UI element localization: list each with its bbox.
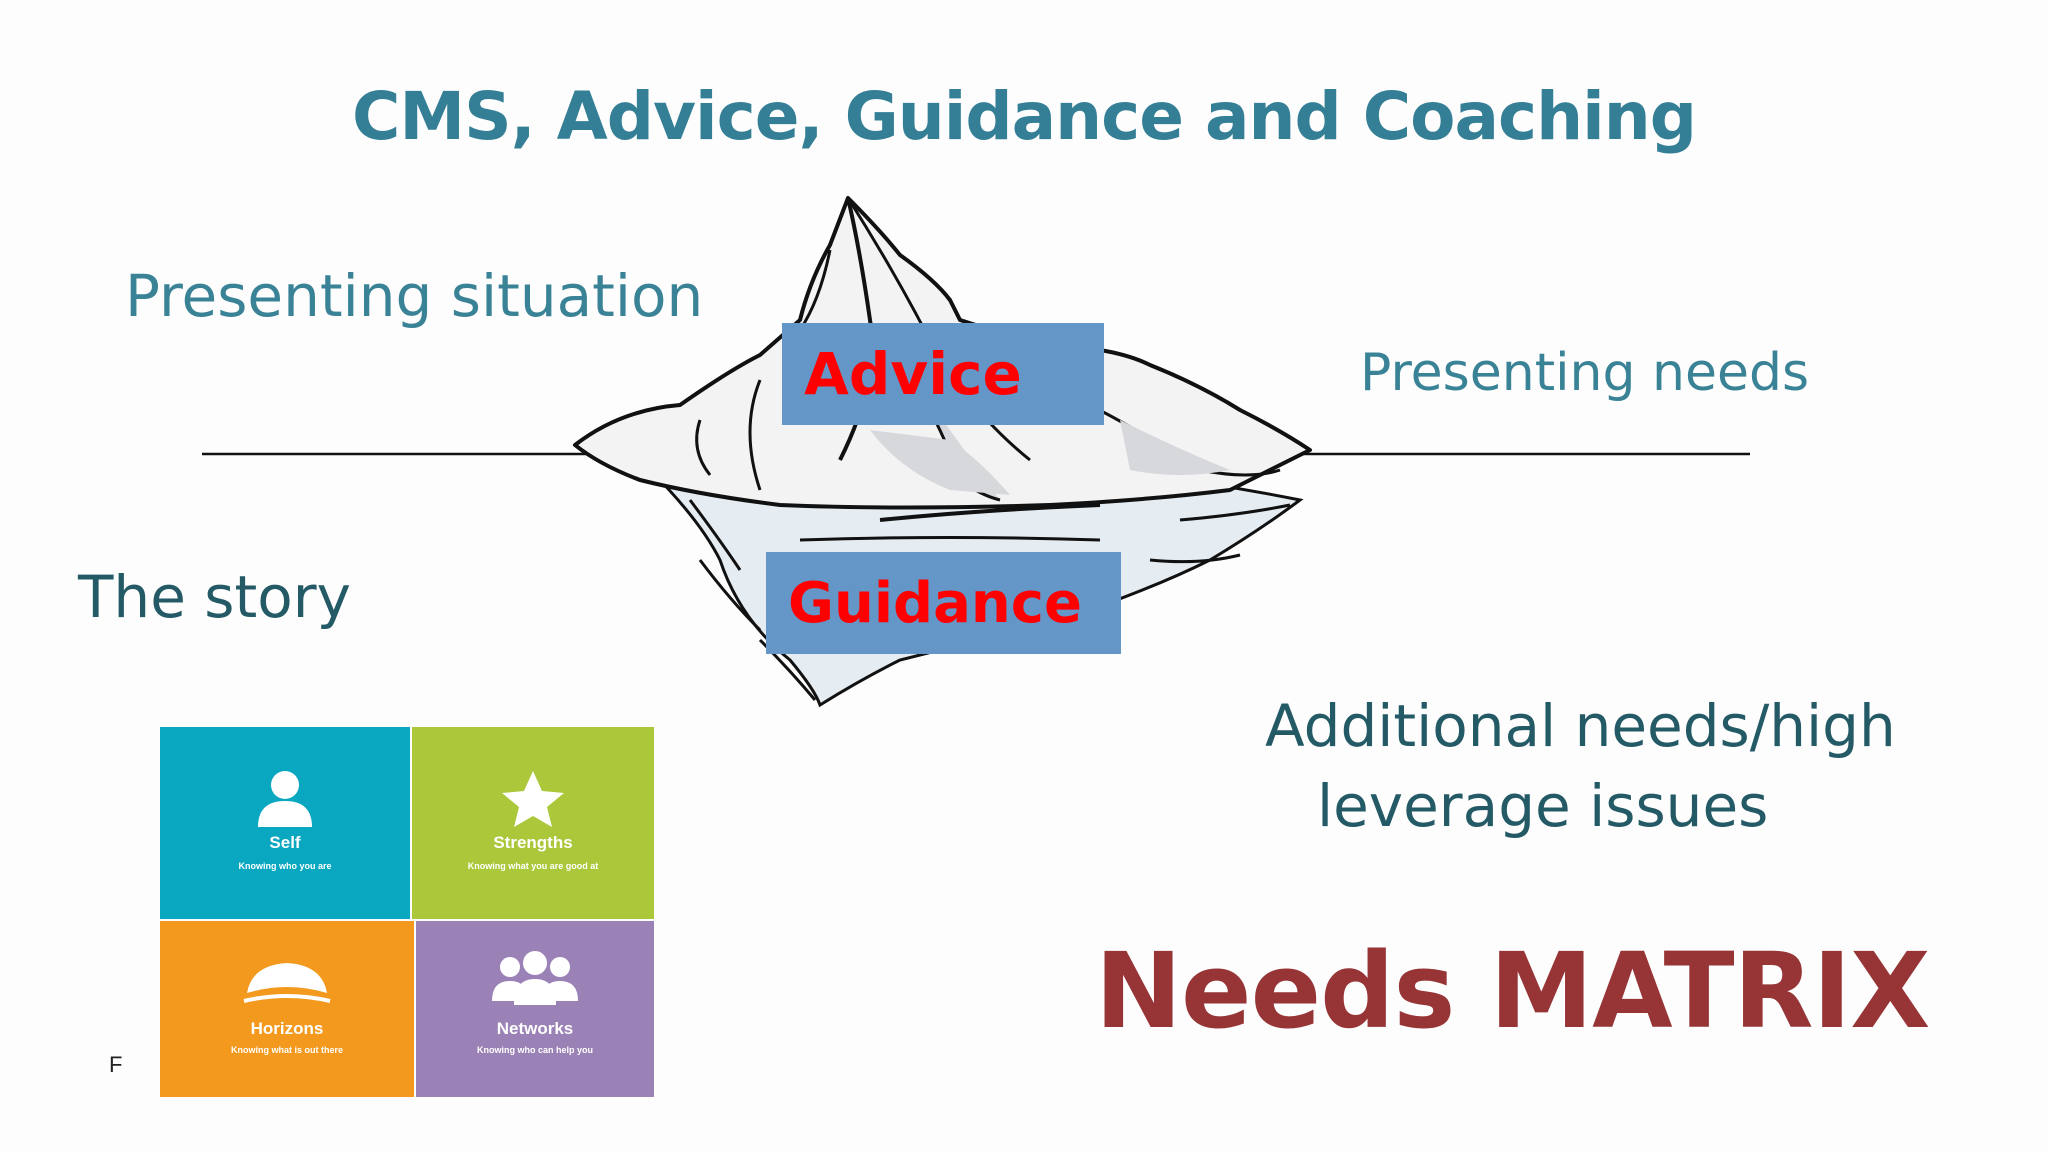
label-presenting-situation: Presenting situation [125, 262, 704, 330]
slide-title: CMS, Advice, Guidance and Coaching [351, 78, 1697, 155]
tile-horizons-title: Horizons [250, 1019, 324, 1038]
tile-networks: Networks Knowing who can help you [416, 921, 654, 1097]
needs-matrix-grid: Self Knowing who you are Strengths Knowi… [160, 727, 654, 1097]
tile-horizons-subtitle: Knowing what is out there [231, 1045, 343, 1055]
tile-self: Self Knowing who you are [160, 727, 410, 919]
tile-networks-subtitle: Knowing who can help you [477, 1045, 593, 1055]
stray-character: F [109, 1052, 123, 1077]
tile-networks-title: Networks [496, 1019, 574, 1038]
tile-strengths-title: Strengths [493, 833, 573, 852]
star-icon [502, 771, 564, 827]
tile-strengths: Strengths Knowing what you are good at [412, 727, 654, 919]
group-icon [492, 951, 578, 1005]
tile-horizons: Horizons Knowing what is out there [160, 921, 414, 1097]
guidance-box: Guidance [766, 552, 1121, 654]
needs-matrix-heading: Needs MATRIX [1095, 930, 1930, 1052]
label-the-story: The story [78, 563, 351, 631]
tile-self-title: Self [269, 833, 301, 852]
person-icon [258, 771, 312, 827]
advice-box: Advice [782, 323, 1104, 425]
tile-self-subtitle: Knowing who you are [238, 861, 332, 871]
horizon-icon [243, 963, 331, 1003]
additional-line-2: leverage issues [1317, 772, 1769, 840]
label-presenting-needs: Presenting needs [1360, 343, 1810, 403]
tile-strengths-subtitle: Knowing what you are good at [467, 861, 599, 871]
label-additional-needs: Additional needs/high leverage issues [1265, 686, 1896, 846]
additional-line-1: Additional needs/high [1265, 692, 1896, 760]
